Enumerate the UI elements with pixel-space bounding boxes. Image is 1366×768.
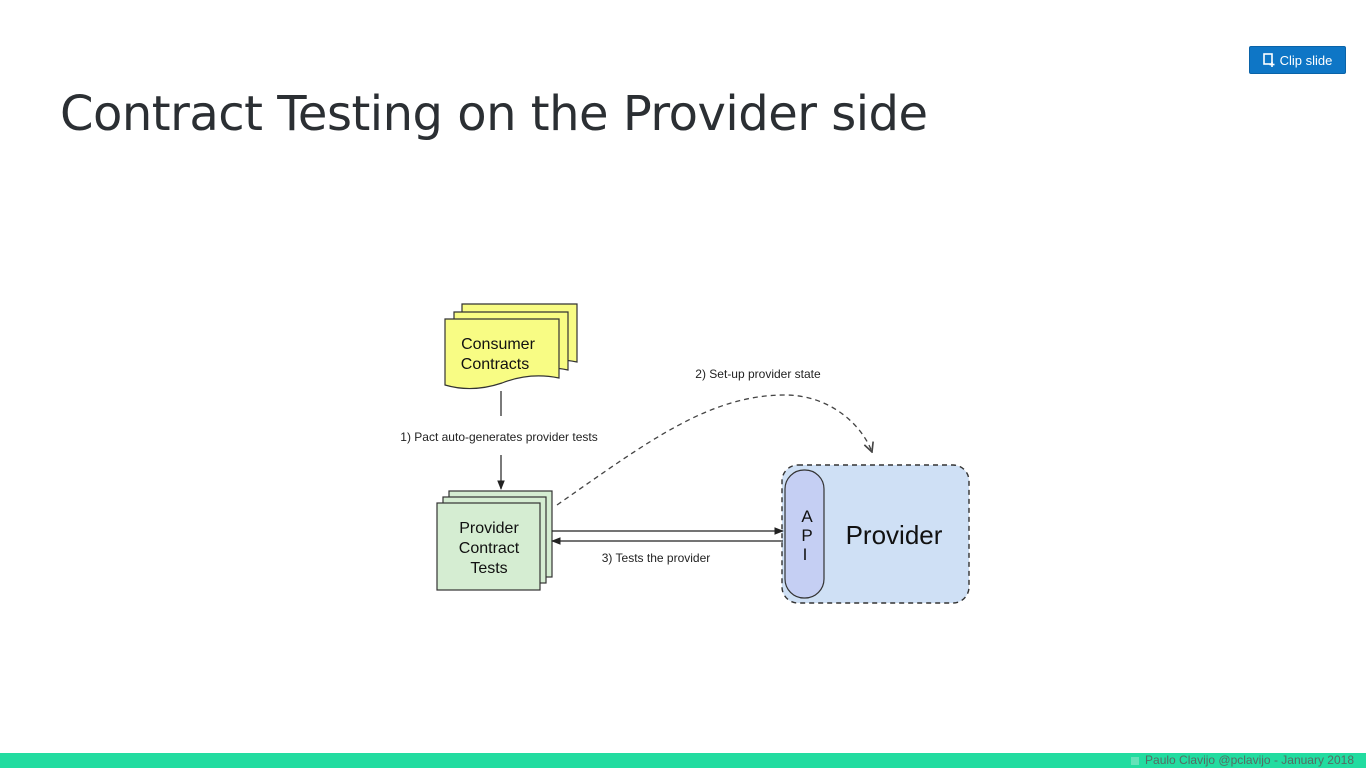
step3-label: 3) Tests the provider <box>602 551 711 565</box>
api-letter-p: P <box>801 526 812 545</box>
consumer-contracts-label-1: Consumer <box>461 336 535 353</box>
clip-slide-button[interactable]: Clip slide <box>1249 46 1346 74</box>
consumer-contracts-node: Consumer Contracts <box>444 303 578 390</box>
clip-icon <box>1262 53 1275 67</box>
step2-label: 2) Set-up provider state <box>695 367 821 381</box>
footer-logo-icon <box>1131 756 1140 765</box>
footer-credit-text: Paulo Clavijo @pclavijo - January 2018 <box>1145 753 1354 767</box>
slide-title: Contract Testing on the Provider side <box>60 86 928 142</box>
provider-tests-label-1: Provider <box>459 520 519 537</box>
consumer-contracts-label-2: Contracts <box>461 356 529 373</box>
api-node: A P I <box>784 469 825 599</box>
provider-contract-tests-node: Provider Contract Tests <box>436 490 553 591</box>
provider-tests-label-3: Tests <box>470 560 507 577</box>
provider-label: Provider <box>846 520 943 550</box>
clip-slide-label: Clip slide <box>1279 52 1333 68</box>
api-letter-i: I <box>803 545 808 564</box>
provider-tests-label-2: Contract <box>459 540 520 557</box>
footer-bar <box>0 753 1366 768</box>
footer-credit: Paulo Clavijo @pclavijo - January 2018 <box>1131 753 1354 768</box>
step1-label: 1) Pact auto-generates provider tests <box>400 430 597 444</box>
provider-node: Provider <box>781 464 970 604</box>
api-letter-a: A <box>801 507 813 526</box>
